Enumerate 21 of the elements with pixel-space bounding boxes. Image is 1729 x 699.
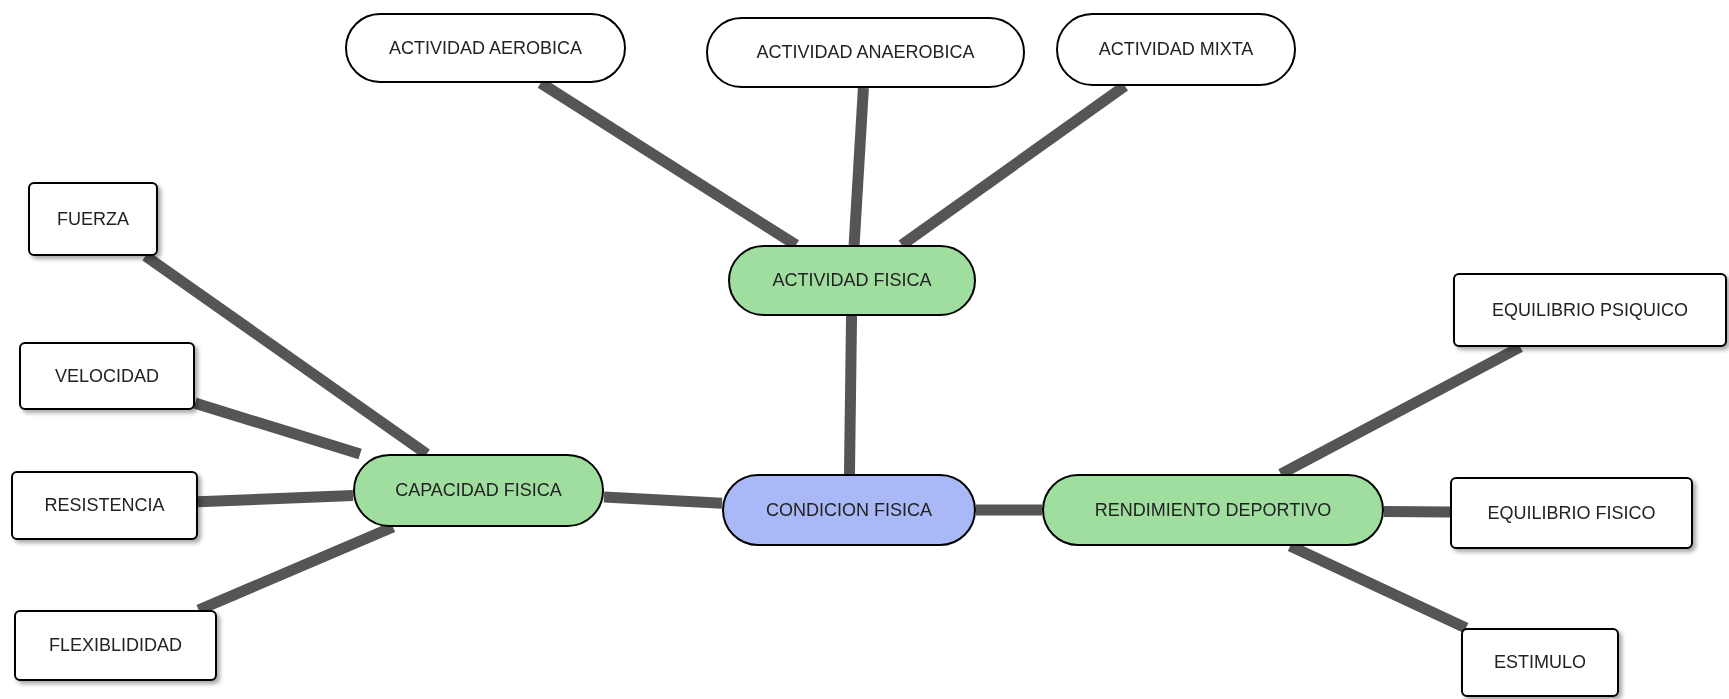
topic-box: FLEXIBLIDIDAD bbox=[14, 610, 217, 681]
connector-line bbox=[603, 491, 723, 509]
connector-line bbox=[976, 504, 1042, 516]
connector-line bbox=[193, 397, 362, 460]
topic-pill: ACTIVIDAD AEROBICA bbox=[345, 13, 626, 83]
connector-line bbox=[848, 87, 869, 246]
central-topic-pill: CONDICION FISICA bbox=[722, 474, 976, 546]
connector-line bbox=[1383, 505, 1451, 518]
topic-box: RESISTENCIA bbox=[11, 471, 198, 540]
topic-pill: ACTIVIDAD ANAEROBICA bbox=[706, 17, 1025, 88]
topic-box: EQUILIBRIO FISICO bbox=[1450, 477, 1693, 549]
topic-pill: ACTIVIDAD MIXTA bbox=[1056, 13, 1296, 86]
topic-box: ESTIMULO bbox=[1461, 628, 1619, 697]
topic-box: FUERZA bbox=[28, 182, 158, 256]
connector-line bbox=[843, 315, 858, 475]
topic-box: VELOCIDAD bbox=[19, 342, 195, 410]
connector-line bbox=[197, 490, 354, 508]
topic-box: EQUILIBRIO PSIQUICO bbox=[1453, 273, 1727, 347]
subtopic-pill: ACTIVIDAD FISICA bbox=[728, 245, 976, 316]
subtopic-pill: CAPACIDAD FISICA bbox=[353, 454, 604, 527]
subtopic-pill: RENDIMIENTO DEPORTIVO bbox=[1042, 474, 1384, 546]
